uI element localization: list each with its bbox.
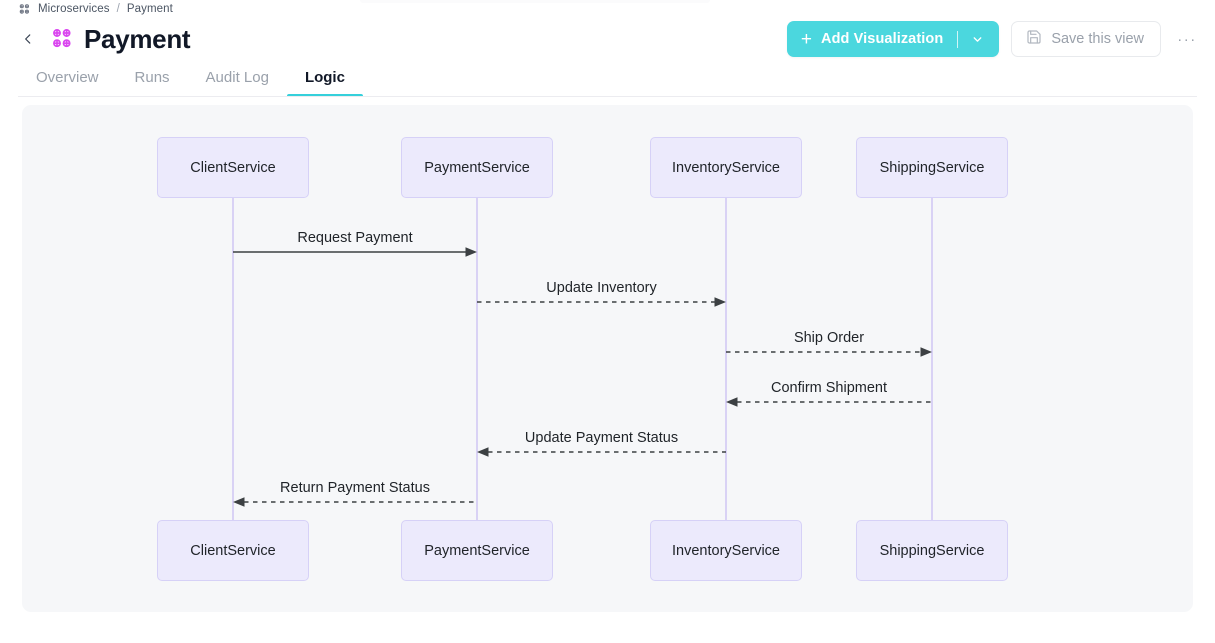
participant-label: InventoryService [672,159,780,176]
save-view-label: Save this view [1051,31,1144,47]
plus-icon: + [800,28,813,50]
tab-logic[interactable]: Logic [286,69,363,97]
lifeline [725,198,727,520]
participant-label: ShippingService [879,542,985,559]
page-title: Payment [84,23,191,54]
back-button[interactable] [18,25,38,53]
participant-label: PaymentService [424,159,530,176]
tab-runs[interactable]: Runs [117,69,188,97]
message-arrow [477,297,726,307]
participant-label: ShippingService [879,159,985,176]
title-microservices-cluster-icon [50,27,74,51]
save-view-button[interactable]: Save this view [1011,21,1161,57]
message-arrow [726,347,932,357]
message-label: Return Payment Status [280,480,430,496]
header-actions: + Add Visualization Save this view ··· [786,21,1201,57]
lifeline [232,198,234,520]
tab-overview-label: Overview [36,69,99,86]
page-header: Payment + Add Visualization Save this vi… [18,18,1201,60]
message-label: Confirm Shipment [770,380,888,396]
participant-label: ClientService [190,542,276,559]
participant-label: InventoryService [672,542,780,559]
breadcrumb-separator: / [116,3,120,15]
participant-label: PaymentService [424,542,530,559]
message-label: Request Payment [297,230,413,246]
tab-runs-label: Runs [134,69,170,86]
participant-node-top[interactable]: InventoryService [650,137,802,198]
message-arrow [233,497,477,507]
add-visualization-button[interactable]: + Add Visualization [786,21,1000,57]
participant-node-bottom[interactable]: InventoryService [650,520,802,581]
tab-bar-divider [18,96,1197,97]
button-divider [957,30,959,48]
top-partial-bar [360,0,710,3]
participant-node-bottom[interactable]: PaymentService [401,520,553,581]
microservices-cluster-icon [18,3,31,16]
tab-overview[interactable]: Overview [18,69,117,97]
breadcrumb-current[interactable]: Payment [126,3,173,15]
participant-node-top[interactable]: PaymentService [401,137,553,198]
participant-node-top[interactable]: ShippingService [856,137,1008,198]
tab-audit-log[interactable]: Audit Log [188,69,287,97]
tab-audit-log-label: Audit Log [205,69,269,86]
participant-label: ClientService [190,159,276,176]
lifeline [476,198,478,520]
tab-bar: Overview Runs Audit Log Logic [18,60,1197,97]
message-arrow [477,447,726,457]
participant-node-bottom[interactable]: ShippingService [856,520,1008,581]
message-arrow [233,247,477,257]
tab-logic-label: Logic [304,69,345,86]
participant-node-bottom[interactable]: ClientService [157,520,309,581]
breadcrumb: Microservices / Payment [18,0,173,18]
breadcrumb-root[interactable]: Microservices [38,3,110,15]
message-label: Update Inventory [546,280,657,296]
save-floppy-icon [1026,29,1042,49]
add-visualization-label: Add Visualization [821,31,944,47]
participant-node-top[interactable]: ClientService [157,137,309,198]
message-arrow [726,397,932,407]
chevron-down-icon[interactable] [971,33,999,46]
ellipsis-icon: ··· [1177,30,1197,48]
message-label: Ship Order [793,330,865,346]
message-label: Update Payment Status [524,430,679,446]
more-options-button[interactable]: ··· [1173,25,1201,53]
lifeline [931,198,933,520]
